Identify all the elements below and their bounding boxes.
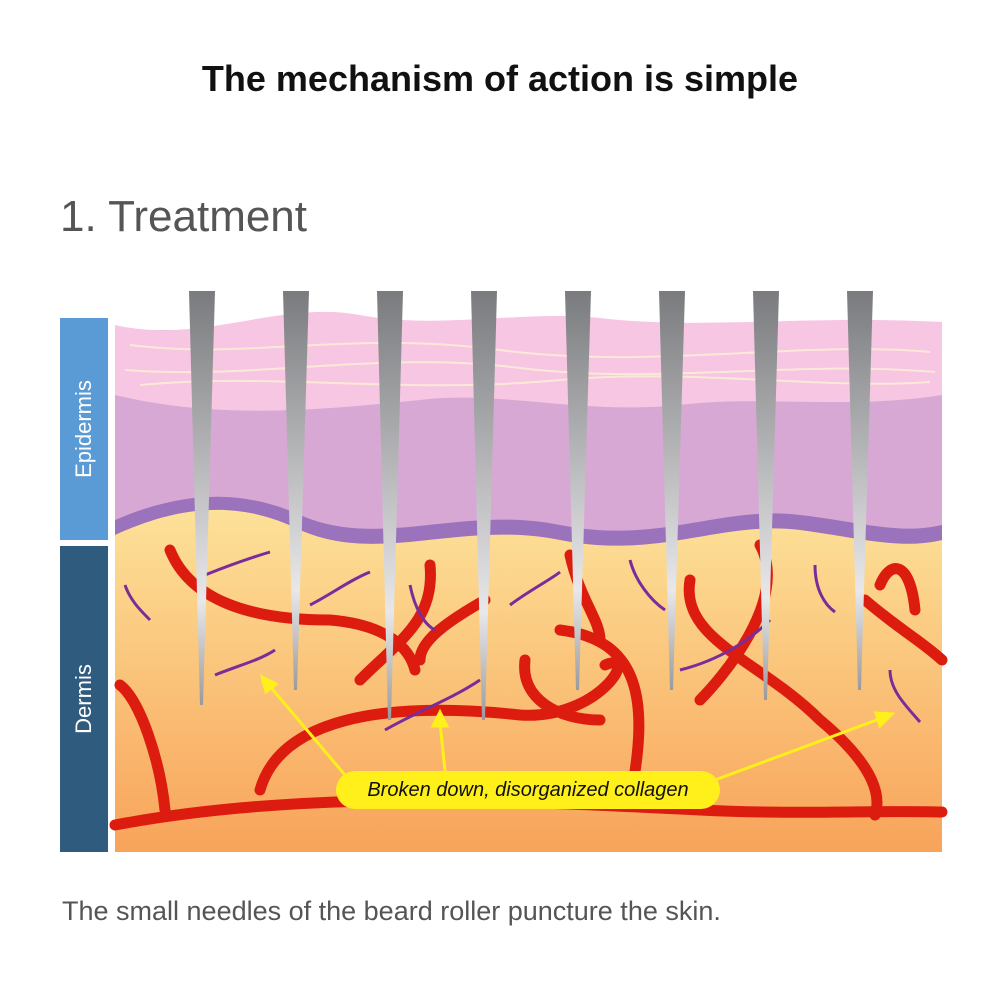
surface-fibers: [124, 341, 936, 387]
needle: [377, 291, 403, 720]
dermis-label: Dermis: [71, 664, 97, 734]
needle: [753, 291, 779, 700]
caption: The small needles of the beard roller pu…: [62, 896, 721, 926]
needle: [189, 291, 215, 705]
epidermis-label: Epidermis: [71, 380, 96, 478]
needle: [659, 291, 685, 690]
annotation-arrows: [259, 674, 896, 782]
needle: [565, 291, 591, 690]
epidermis-label-bar: Epidermis: [60, 318, 108, 540]
page-title: The mechanism of action is simple: [201, 58, 799, 99]
needle: [471, 291, 497, 720]
needles: [189, 291, 873, 720]
blood-vessels: [109, 539, 948, 831]
stratum-corneum: [115, 311, 942, 411]
collagen-annotation: Broken down, disorganized collagen: [336, 771, 720, 809]
dermis-label-bar: Dermis: [60, 546, 108, 852]
needle: [283, 291, 309, 690]
needle: [847, 291, 873, 690]
section-heading: 1. Treatment: [60, 192, 308, 241]
